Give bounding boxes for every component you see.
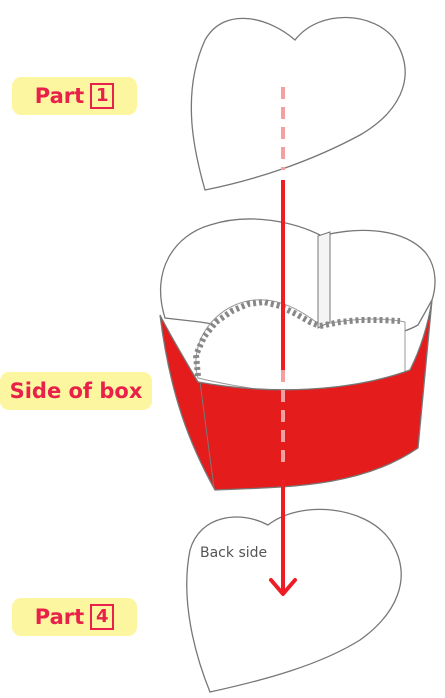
box-side-band xyxy=(159,299,433,491)
side-of-box-label: Side of box xyxy=(0,372,152,410)
part-4-number: 4 xyxy=(90,604,115,630)
part-1-label: Part 1 xyxy=(12,77,137,115)
arrow-head xyxy=(269,578,297,596)
box-side-seam xyxy=(199,381,215,489)
side-of-box-text: Side of box xyxy=(9,379,143,403)
top-heart-lid xyxy=(190,16,406,191)
part-1-number: 1 xyxy=(90,83,115,109)
part-4-text: Part xyxy=(34,605,85,629)
box-inner-crinkle xyxy=(192,298,401,377)
part-1-text: Part xyxy=(34,84,85,108)
box-partition xyxy=(317,231,331,329)
back-side-label: Back side xyxy=(200,545,268,561)
bottom-heart-base xyxy=(186,508,402,693)
part-4-label: Part 4 xyxy=(12,598,137,636)
